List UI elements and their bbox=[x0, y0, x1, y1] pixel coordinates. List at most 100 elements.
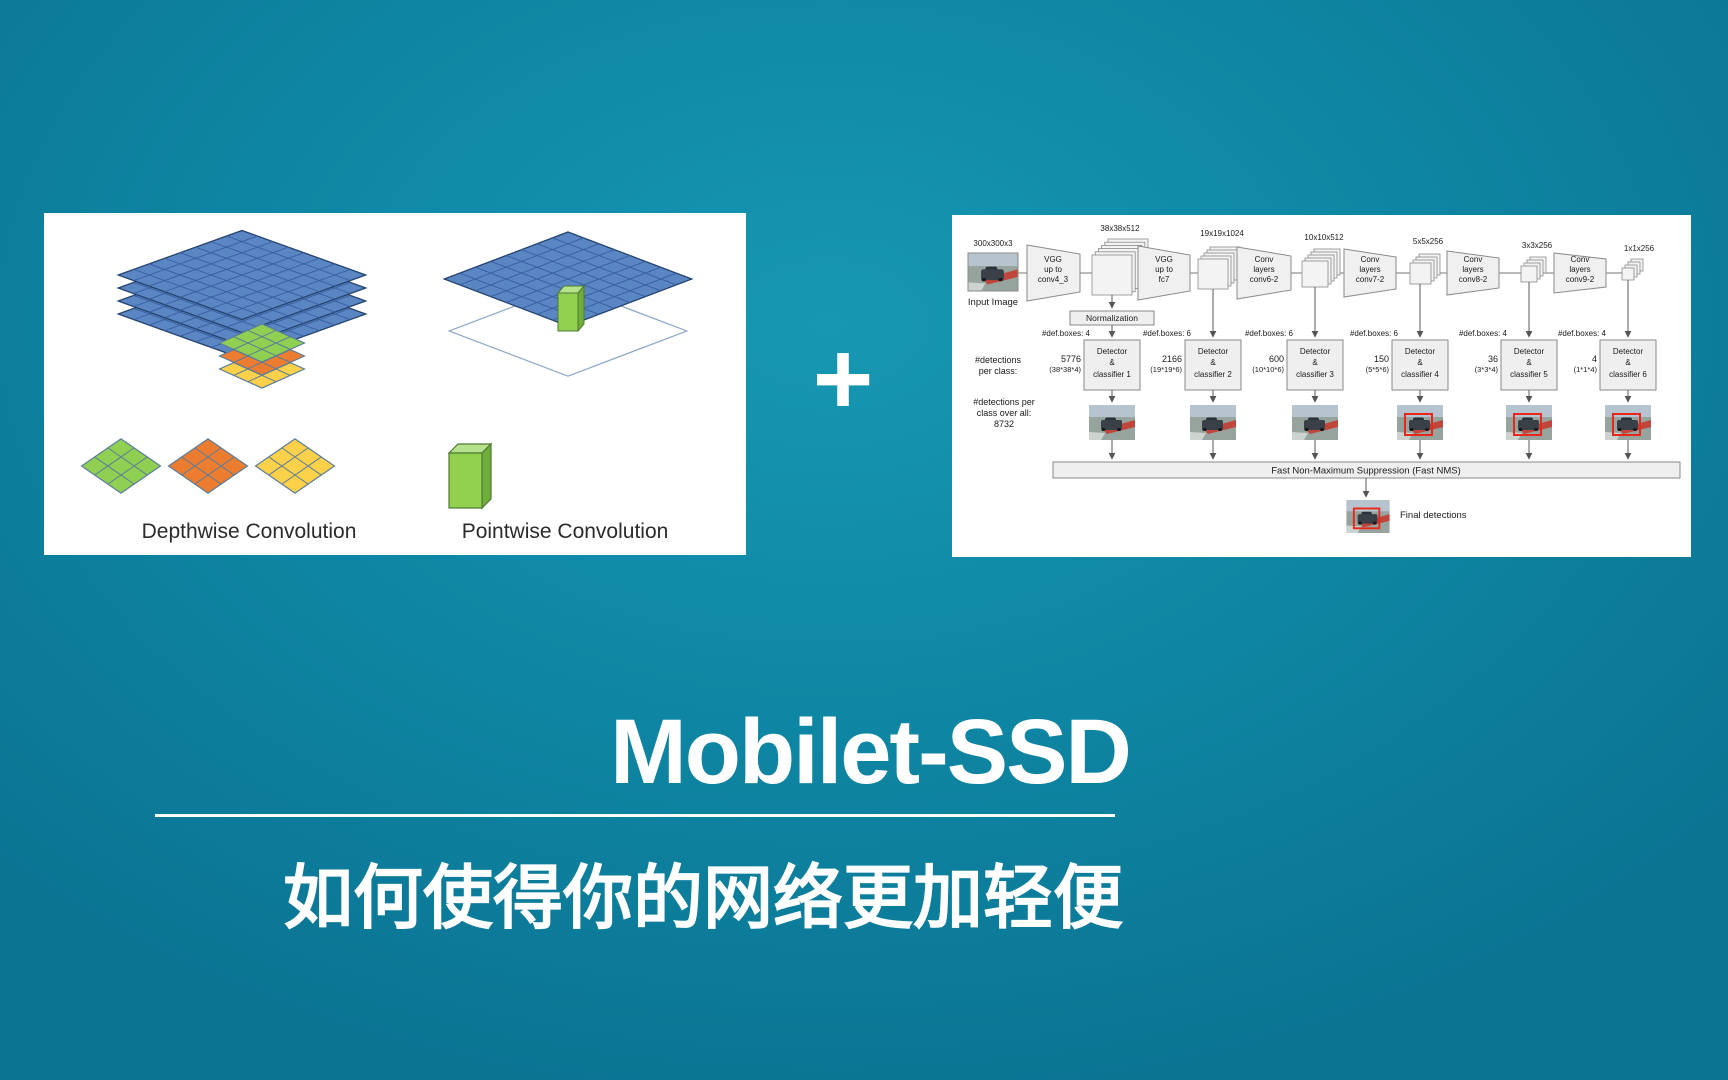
detections-overall-label: class over all: bbox=[977, 408, 1032, 418]
trapezoid-label: conv4_3 bbox=[1038, 275, 1069, 284]
feature-map-stack bbox=[1520, 256, 1547, 283]
detector-label: & bbox=[1109, 358, 1115, 367]
feature-dims-label: 5x5x256 bbox=[1413, 237, 1444, 246]
formula-label: (3*3*4) bbox=[1475, 365, 1499, 374]
depthwise-output-maps bbox=[80, 438, 336, 494]
detector-label: & bbox=[1312, 358, 1318, 367]
trapezoid-label: conv8-2 bbox=[1459, 275, 1488, 284]
detector-label: classifier 1 bbox=[1093, 370, 1131, 379]
trapezoid-label: conv9-2 bbox=[1566, 275, 1595, 284]
ssd-architecture-panel: 300x300x3 Input Image VGG up to conv4_3 … bbox=[952, 215, 1691, 557]
ssd-stage: Conv layers conv9-2 1x1x256 #def.boxes: … bbox=[1553, 244, 1657, 460]
trapezoid-label: Conv bbox=[1571, 255, 1590, 264]
formula-label: (1*1*4) bbox=[1574, 365, 1598, 374]
ssd-stage: Conv layers conv6-2 10x10x512 #def.boxes… bbox=[1236, 233, 1344, 460]
input-image-label: Input Image bbox=[968, 297, 1018, 308]
detections-overall-label: 8732 bbox=[994, 419, 1014, 429]
detector-label: classifier 5 bbox=[1510, 370, 1548, 379]
conv-trapezoid bbox=[1137, 245, 1191, 301]
detection-thumbnail bbox=[1506, 405, 1552, 440]
detector-label: classifier 4 bbox=[1401, 370, 1439, 379]
feature-dims-label: 19x19x1024 bbox=[1200, 229, 1244, 238]
ssd-stage: VGG up to fc7 19x19x1024 #def.boxes: 6 D… bbox=[1137, 229, 1244, 460]
count-label: 2166 bbox=[1162, 354, 1182, 364]
trapezoid-label: up to bbox=[1155, 265, 1173, 274]
trapezoid-label: layers bbox=[1253, 265, 1274, 274]
feature-dims-label: 10x10x512 bbox=[1304, 233, 1344, 242]
def-boxes-label: #def.boxes: 6 bbox=[1350, 329, 1399, 338]
input-dims-label: 300x300x3 bbox=[973, 239, 1013, 248]
detector-label: Detector bbox=[1300, 347, 1331, 356]
detector-label: & bbox=[1417, 358, 1423, 367]
detector-label: Detector bbox=[1405, 347, 1436, 356]
detection-thumbnail bbox=[1605, 405, 1651, 440]
detector-box bbox=[1083, 339, 1141, 391]
trapezoid-label: VGG bbox=[1044, 255, 1062, 264]
detector-label: classifier 3 bbox=[1296, 370, 1334, 379]
formula-label: (19*19*6) bbox=[1150, 365, 1182, 374]
convolution-figure-panel: Depthwise Convolution Pointwise Convolut… bbox=[44, 213, 746, 555]
feature-dims-label: 38x38x512 bbox=[1100, 224, 1140, 233]
input-image-thumbnail bbox=[968, 253, 1018, 291]
feature-map-stack bbox=[1621, 258, 1644, 281]
convolution-figure: Depthwise Convolution Pointwise Convolut… bbox=[80, 229, 693, 543]
trapezoid-label: layers bbox=[1359, 265, 1380, 274]
feature-map-stack bbox=[1301, 248, 1341, 288]
depthwise-label: Depthwise Convolution bbox=[142, 520, 357, 543]
trapezoid-label: Conv bbox=[1361, 255, 1380, 264]
count-label: 5776 bbox=[1061, 354, 1081, 364]
detections-overall-label: #detections per bbox=[973, 397, 1035, 407]
detections-per-class-label: #detections bbox=[975, 355, 1022, 365]
ssd-stage: Conv layers conv8-2 3x3x256 #def.boxes: … bbox=[1446, 241, 1558, 460]
feature-dims-label: 3x3x256 bbox=[1522, 241, 1553, 250]
detector-label: & bbox=[1526, 358, 1532, 367]
count-label: 600 bbox=[1269, 354, 1284, 364]
detector-box bbox=[1184, 339, 1242, 391]
detection-thumbnail bbox=[1292, 405, 1338, 440]
conv-trapezoid bbox=[1236, 246, 1292, 300]
final-detections-label: Final detections bbox=[1400, 510, 1467, 521]
trapezoid-label: Conv bbox=[1255, 255, 1274, 264]
trapezoid-label: layers bbox=[1569, 265, 1590, 274]
count-label: 150 bbox=[1374, 354, 1389, 364]
plus-sign: + bbox=[812, 320, 874, 437]
detection-thumbnail bbox=[1089, 405, 1135, 440]
detection-thumbnail bbox=[1190, 405, 1236, 440]
final-detections-thumbnail bbox=[1346, 500, 1389, 533]
trapezoid-label: up to bbox=[1044, 265, 1062, 274]
title-divider bbox=[155, 814, 1115, 817]
feature-map-stack bbox=[1091, 238, 1149, 296]
trapezoid-label: conv7-2 bbox=[1356, 275, 1385, 284]
detector-label: Detector bbox=[1198, 347, 1229, 356]
pointwise-kernel-column-large bbox=[447, 442, 493, 510]
trapezoid-label: layers bbox=[1462, 265, 1483, 274]
formula-label: (38*38*4) bbox=[1049, 365, 1081, 374]
detector-label: Detector bbox=[1514, 347, 1545, 356]
conv-trapezoid bbox=[1343, 248, 1397, 298]
detector-label: & bbox=[1625, 358, 1631, 367]
trapezoid-label: VGG bbox=[1155, 255, 1173, 264]
detector-box bbox=[1500, 339, 1558, 391]
ssd-stage: VGG up to conv4_3 38x38x512 Normalizatio… bbox=[1026, 224, 1155, 460]
feature-map-stack bbox=[1409, 253, 1441, 285]
trapezoid-label: conv6-2 bbox=[1250, 275, 1279, 284]
slide-title: Mobilet-SSD bbox=[610, 701, 1132, 803]
def-boxes-label: #def.boxes: 4 bbox=[1042, 329, 1091, 338]
ssd-diagram: 300x300x3 Input Image VGG up to conv4_3 … bbox=[967, 224, 1681, 557]
def-boxes-label: #def.boxes: 6 bbox=[1143, 329, 1192, 338]
detector-label: & bbox=[1210, 358, 1216, 367]
conv-trapezoid bbox=[1446, 250, 1500, 296]
count-label: 36 bbox=[1488, 354, 1498, 364]
conv-trapezoid bbox=[1026, 244, 1081, 302]
detector-label: classifier 6 bbox=[1609, 370, 1647, 379]
detections-annotations: #detections per class: #detections per c… bbox=[973, 355, 1035, 429]
count-label: 4 bbox=[1592, 354, 1597, 364]
ssd-input: 300x300x3 Input Image bbox=[967, 239, 1019, 308]
detection-thumbnail bbox=[1397, 405, 1443, 440]
def-boxes-label: #def.boxes: 6 bbox=[1245, 329, 1294, 338]
feature-dims-label: 1x1x256 bbox=[1624, 244, 1655, 253]
ssd-stage: Conv layers conv7-2 5x5x256 #def.boxes: … bbox=[1343, 237, 1449, 460]
detector-label: Detector bbox=[1613, 347, 1644, 356]
conv-trapezoid bbox=[1553, 252, 1607, 294]
